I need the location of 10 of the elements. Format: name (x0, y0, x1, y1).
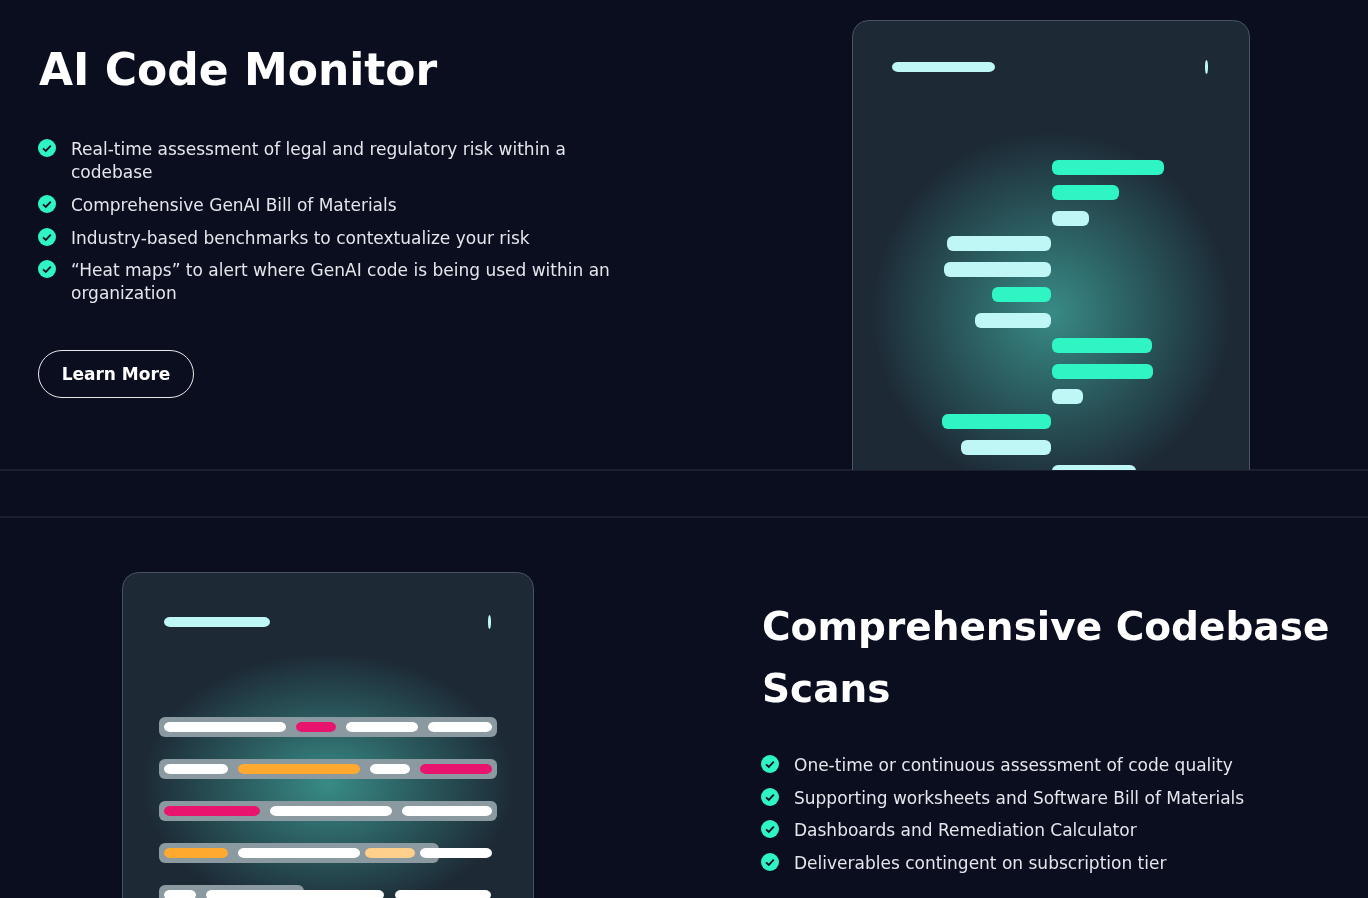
feature-text: “Heat maps” to alert where GenAI code is being used within an organization (71, 259, 611, 305)
feature-text: One-time or continuous assessment of code quality (794, 754, 1234, 777)
feature-text: Industry-based benchmarks to contextualize your risk (71, 227, 531, 250)
section-heading: AI Code Monitor (39, 43, 439, 97)
feature-text: Deliverables contingent on subscription tier (794, 852, 1168, 875)
feature-text: Supporting worksheets and Software Bill of Materials (794, 787, 1246, 810)
feature-text: Real-time assessment of legal and regulatory risk within a codebase (71, 138, 567, 184)
section-heading: Comprehensive Codebase Scans (762, 603, 1331, 713)
feature-text: Comprehensive GenAI Bill of Materials (71, 194, 398, 217)
feature-text: Dashboards and Remediation Calculator (794, 819, 1138, 842)
